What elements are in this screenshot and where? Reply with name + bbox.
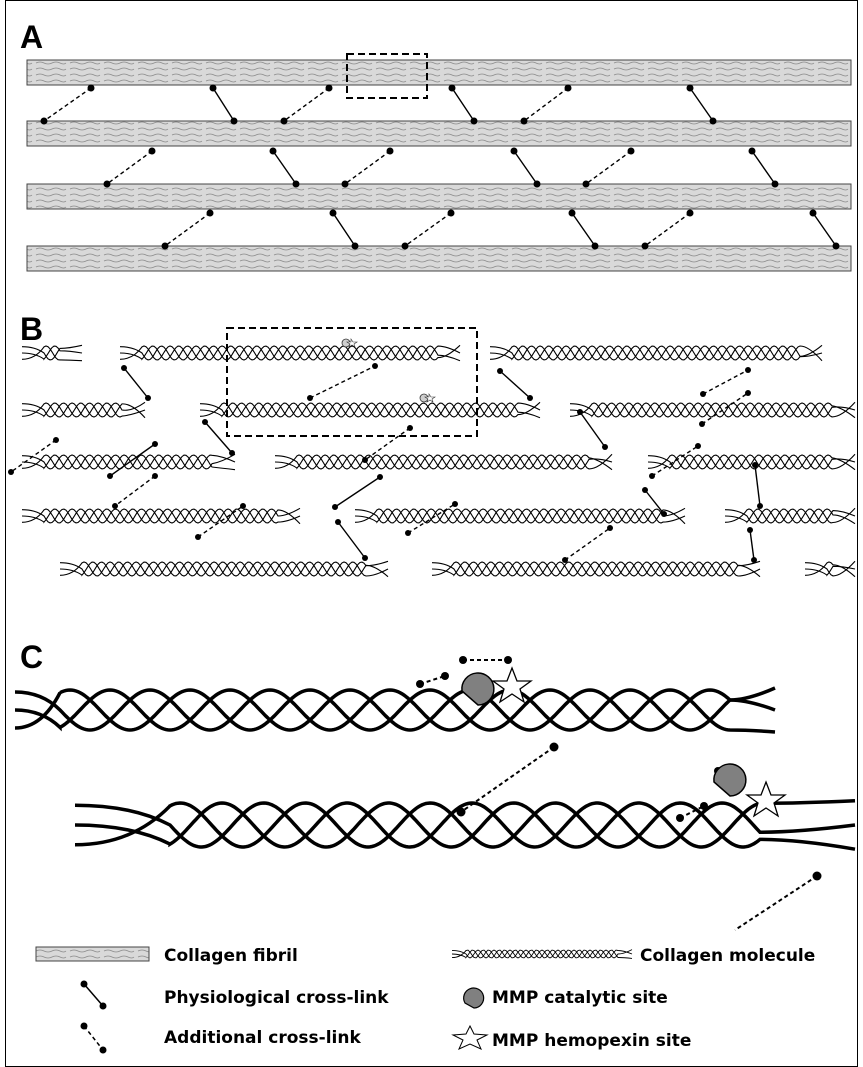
- physiological-cross-link: [269, 147, 300, 188]
- collagen-molecule: [59, 560, 389, 578]
- panel-c: [14, 656, 856, 931]
- collagen-molecule: [74, 799, 856, 851]
- legend-label-physiological: Physiological cross-link: [164, 988, 389, 1008]
- physiological-cross-link: [642, 487, 667, 517]
- collagen-molecule: [451, 949, 633, 959]
- additional-cross-link: [641, 209, 694, 250]
- mmp-catalytic-site: [461, 672, 495, 706]
- collagen-molecule: [804, 560, 856, 578]
- physiological-cross-link: [448, 84, 478, 125]
- legend-hemopexin-swatch: [451, 1024, 489, 1050]
- panel-label-c: C: [20, 639, 43, 675]
- panel-label-a: A: [20, 19, 43, 55]
- collagen-fibril: [26, 120, 852, 147]
- additional-cross-link: [456, 742, 559, 817]
- physiological-cross-link: [332, 474, 383, 510]
- physiological-cross-link: [121, 365, 151, 401]
- legend-physiological-swatch: [80, 980, 107, 1010]
- collagen-molecule: [354, 507, 686, 525]
- physiological-cross-link: [809, 209, 840, 250]
- physiological-cross-link: [107, 441, 158, 479]
- additional-cross-link: [112, 473, 158, 509]
- physiological-cross-link: [510, 147, 541, 188]
- additional-cross-link: [195, 503, 246, 540]
- legend-label-catalytic: MMP catalytic site: [492, 988, 668, 1008]
- additional-cross-link: [8, 437, 59, 475]
- additional-cross-link: [40, 84, 95, 125]
- physiological-cross-link: [568, 209, 599, 250]
- legend-label-hemopexin: MMP hemopexin site: [492, 1031, 691, 1051]
- legend-catalytic-swatch: [463, 987, 485, 1009]
- collagen-molecule: [724, 507, 856, 525]
- collagen-fibril: [26, 245, 852, 272]
- additional-cross-link: [734, 871, 822, 931]
- legend-fibril-swatch: [35, 946, 150, 962]
- additional-cross-link: [103, 147, 156, 188]
- collagen-molecule: [647, 453, 856, 471]
- collagen-molecule: [21, 401, 146, 419]
- physiological-cross-link: [202, 419, 235, 456]
- legend-label-additional: Additional cross-link: [164, 1028, 361, 1048]
- physiological-cross-link: [686, 84, 717, 125]
- panel-a: [26, 53, 852, 272]
- physiological-cross-link: [335, 519, 368, 561]
- collagen-molecule: [274, 453, 613, 471]
- additional-cross-link: [582, 147, 635, 188]
- additional-cross-link: [401, 209, 455, 250]
- collagen-fibril: [26, 183, 852, 210]
- additional-cross-link: [676, 802, 708, 822]
- legend: Collagen fibril Collagen molecule Physio…: [35, 946, 815, 1054]
- collagen-molecule: [119, 344, 461, 362]
- collagen-molecule: [21, 453, 236, 471]
- collagen-fibril: [26, 59, 852, 86]
- physiological-cross-link: [329, 209, 359, 250]
- collagen-molecule: [431, 560, 761, 578]
- additional-cross-link: [280, 84, 333, 125]
- legend-molecule-swatch: [451, 949, 633, 959]
- panel-b: [8, 327, 856, 578]
- physiological-cross-link: [752, 462, 763, 509]
- mmp-catalytic-site: [713, 763, 747, 797]
- collagen-molecule: [21, 507, 301, 525]
- physiological-cross-link: [209, 84, 238, 125]
- additional-cross-link: [459, 656, 512, 664]
- legend-additional-swatch: [80, 1022, 107, 1054]
- mmp-marker: [341, 338, 358, 348]
- physiological-cross-link: [747, 527, 757, 563]
- additional-cross-link: [649, 443, 701, 479]
- additional-cross-link: [416, 672, 449, 688]
- zoom-region-box: [346, 53, 428, 99]
- collagen-molecule: [569, 401, 856, 419]
- figure-border: [5, 0, 858, 1067]
- mmp-hemopexin-site: [745, 780, 787, 818]
- additional-cross-link: [699, 390, 751, 427]
- additional-cross-link: [307, 363, 378, 401]
- additional-cross-link: [562, 525, 613, 563]
- additional-cross-link: [161, 209, 214, 250]
- additional-cross-link: [341, 147, 394, 188]
- mmp-marker: [419, 393, 436, 403]
- additional-cross-link: [362, 425, 413, 463]
- additional-cross-link: [700, 367, 751, 397]
- legend-label-molecule: Collagen molecule: [640, 946, 815, 966]
- collagen-molecule: [14, 686, 776, 734]
- additional-cross-link: [405, 501, 458, 536]
- legend-label-fibril: Collagen fibril: [164, 946, 298, 966]
- physiological-cross-link: [577, 409, 608, 450]
- collagen-molecule: [489, 344, 823, 362]
- panel-label-b: B: [20, 311, 43, 347]
- additional-cross-link: [520, 84, 572, 125]
- collagen-molecule: [21, 344, 83, 362]
- zoom-region-box: [226, 327, 478, 437]
- collagen-molecule: [199, 401, 541, 419]
- physiological-cross-link: [748, 147, 779, 188]
- physiological-cross-link: [497, 368, 533, 401]
- mmp-hemopexin-site: [491, 666, 533, 704]
